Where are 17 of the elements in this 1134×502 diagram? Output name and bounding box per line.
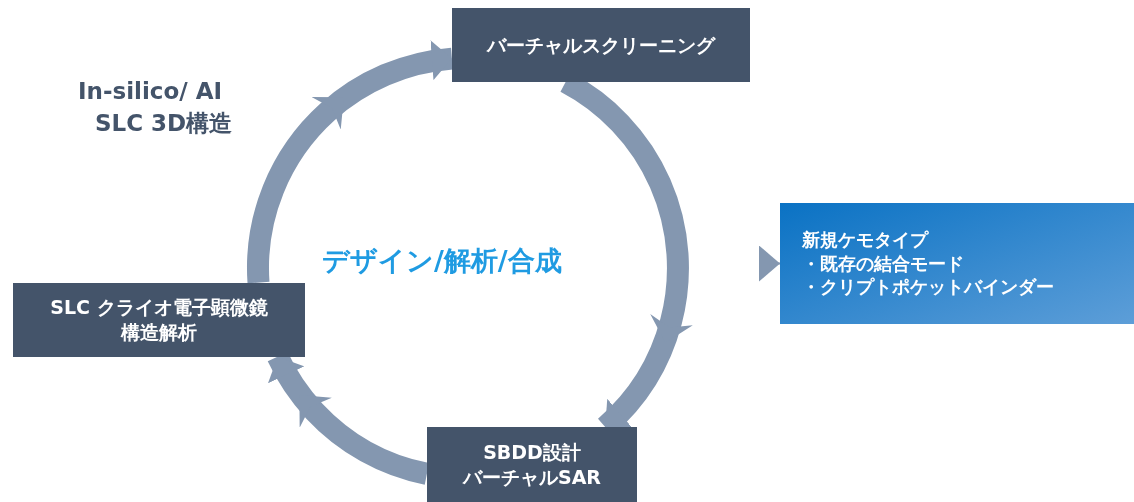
- box-text: SLC クライオ電子顕微鏡: [50, 295, 268, 320]
- box-text: ・既存の結合モード: [802, 251, 964, 276]
- box-text: 構造解析: [121, 320, 197, 345]
- result-box: [780, 203, 1134, 324]
- process-box: [427, 427, 637, 502]
- box-text: SBDD設計: [483, 439, 581, 465]
- box-text: バーチャルスクリーニング: [487, 32, 715, 58]
- arrow: [758, 245, 781, 282]
- box-text: ・クリプトポケットバインダー: [802, 275, 1054, 299]
- method-label: SLC 3D構造: [95, 109, 233, 138]
- cycle-arrow: [247, 40, 454, 283]
- box-text: バーチャルSAR: [463, 464, 601, 490]
- box-text: 新規ケモタイプ: [802, 228, 928, 252]
- center-title: デザイン/解析/合成: [322, 244, 562, 278]
- process-box: [13, 283, 305, 357]
- process-box: [452, 8, 750, 82]
- method-label: In-silico/ AI: [78, 78, 223, 104]
